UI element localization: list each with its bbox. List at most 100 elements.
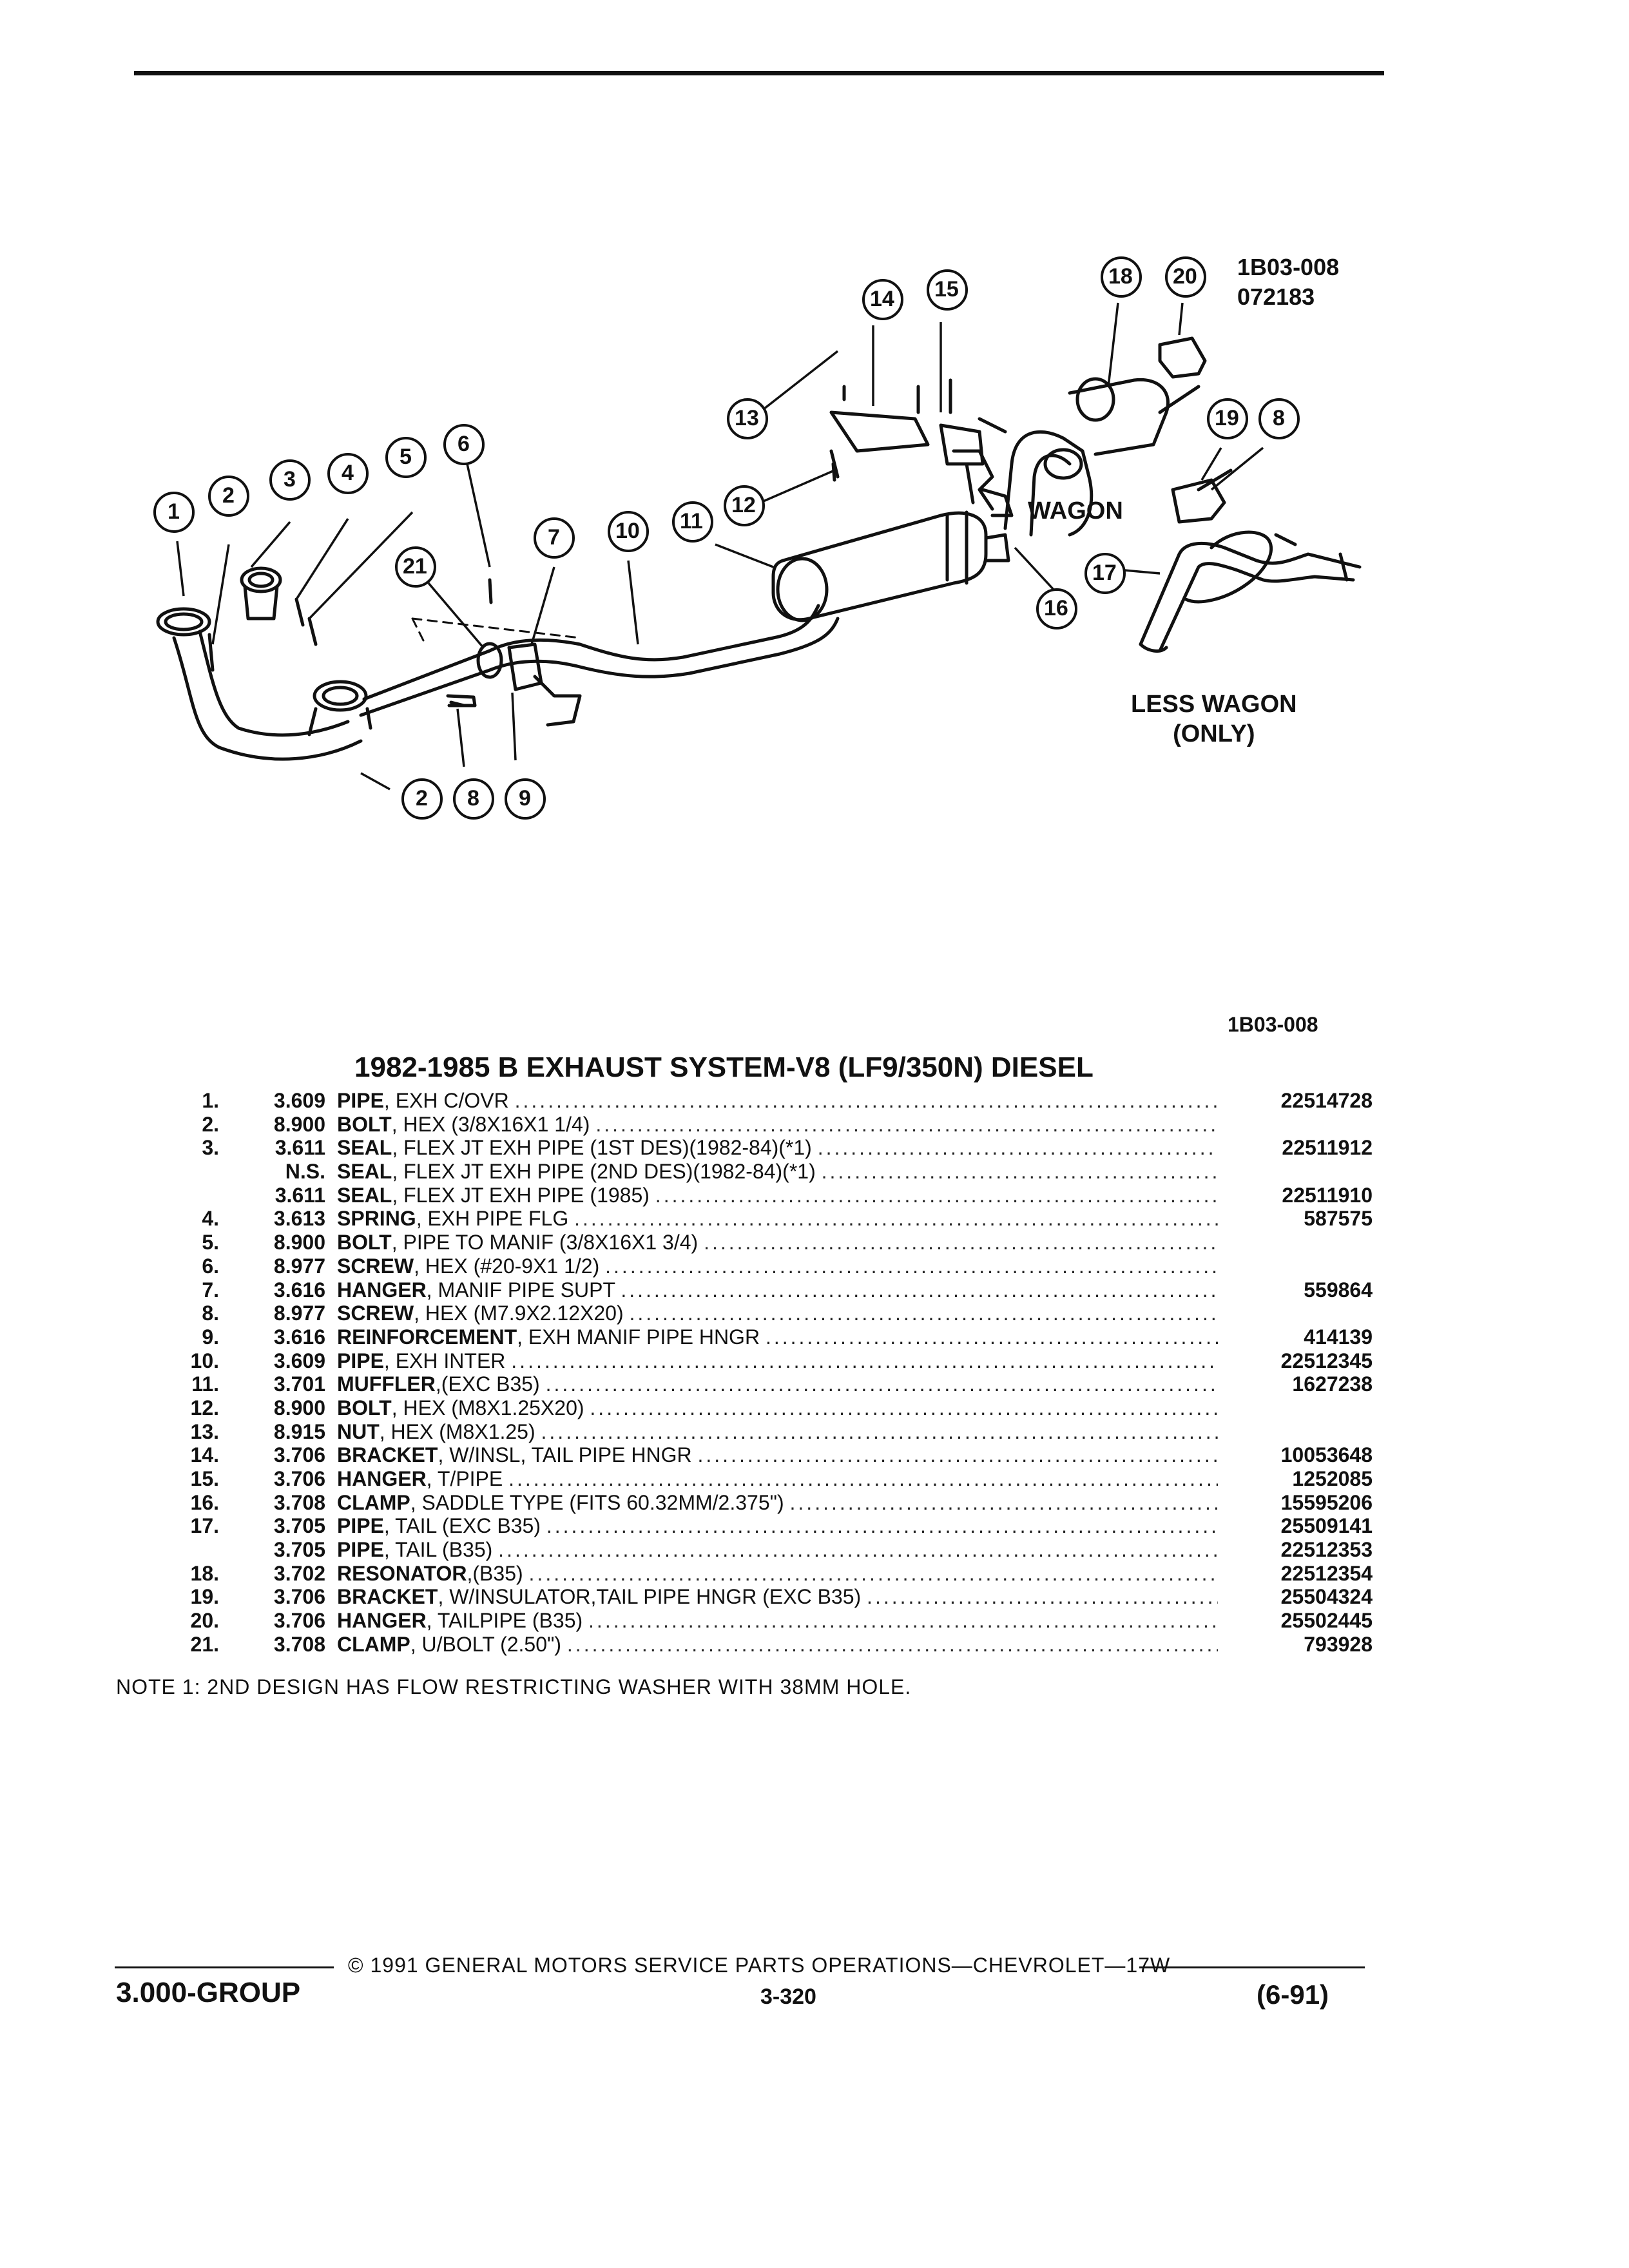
part-number-index: 15. <box>190 1467 219 1490</box>
part-group: 3.708 <box>273 1632 325 1656</box>
part-detail: , MANIF PIPE SUPT <box>426 1278 615 1302</box>
dot-leader: ........................................… <box>621 1278 1218 1302</box>
callout-8-lower: 8 <box>467 786 479 811</box>
part-detail: , EXH INTER <box>383 1349 506 1372</box>
part-group: 3.613 <box>273 1207 325 1231</box>
parts-row: N.S.SEAL, FLEX JT EXH PIPE (2ND DES)(198… <box>174 1160 1373 1184</box>
part-detail: , U/BOLT (2.50") <box>410 1632 562 1656</box>
part-number-index: 18. <box>190 1561 219 1585</box>
dot-leader: ........................................… <box>508 1467 1218 1490</box>
part-description: SEAL, FLEX JT EXH PIPE (1ST DES)(1982-84… <box>337 1136 1218 1160</box>
figure-code-block: 1B03-008 072183 <box>1237 253 1339 312</box>
part-group: 8.900 <box>273 1396 325 1419</box>
part-description: SEAL, FLEX JT EXH PIPE (1985) ..........… <box>337 1184 1218 1207</box>
part-description: CLAMP, U/BOLT (2.50") ..................… <box>337 1633 1218 1657</box>
exhaust-diagram <box>153 256 1362 820</box>
part-detail: , SADDLE TYPE (FITS 60.32MM/2.375") <box>410 1490 784 1514</box>
part-group: 3.616 <box>273 1325 325 1349</box>
dot-leader: ........................................… <box>574 1207 1218 1231</box>
part-detail: , EXH MANIF PIPE HNGR <box>517 1325 760 1349</box>
part-name: SEAL <box>337 1160 392 1184</box>
part-description: HANGER, T/PIPE .........................… <box>337 1467 1218 1491</box>
part-description: HANGER, TAILPIPE (B35) .................… <box>337 1609 1218 1633</box>
dot-leader: ........................................… <box>546 1514 1218 1538</box>
part-name: BOLT <box>337 1231 392 1254</box>
part-number: 22511910 <box>1282 1183 1373 1207</box>
part-group: 3.609 <box>273 1349 325 1372</box>
dot-leader: ........................................… <box>511 1349 1218 1372</box>
part-number-index: 4. <box>202 1207 219 1231</box>
part-number: 559864 <box>1304 1278 1373 1302</box>
part-number: 1627238 <box>1292 1372 1373 1396</box>
part-detail: , FLEX JT EXH PIPE (1ST DES)(1982-84)(*1… <box>392 1136 812 1160</box>
callout-11: 11 <box>680 509 703 533</box>
dot-leader: ........................................… <box>541 1419 1218 1443</box>
callout-2: 2 <box>222 483 235 508</box>
part-name: BRACKET <box>337 1443 438 1467</box>
part-number: 22512353 <box>1280 1538 1373 1562</box>
part-name: BRACKET <box>337 1585 438 1609</box>
dot-leader: ........................................… <box>867 1585 1218 1609</box>
wagon-tailpipe <box>1003 430 1094 537</box>
part-number: 25504324 <box>1280 1585 1373 1609</box>
part-group: 3.609 <box>273 1089 325 1112</box>
part-name: PIPE <box>337 1514 384 1538</box>
dot-leader: ........................................… <box>697 1443 1218 1467</box>
callout-1: 1 <box>168 499 180 524</box>
dot-leader: ........................................… <box>545 1372 1218 1396</box>
part-number-index: 16. <box>190 1490 219 1514</box>
part-name: MUFFLER <box>337 1372 436 1396</box>
footer-rule-right <box>1139 1966 1365 1968</box>
part-number: 22511912 <box>1282 1136 1373 1160</box>
less-wagon-line1: LESS WAGON <box>1131 691 1297 718</box>
part-group: 3.616 <box>273 1278 325 1302</box>
callout-6: 6 <box>458 432 470 456</box>
less-wagon-line2: (ONLY) <box>1173 720 1255 747</box>
part-name: PIPE <box>337 1089 384 1112</box>
part-name: PIPE <box>337 1349 384 1372</box>
part-detail: , PIPE TO MANIF (3/8X16X1 3/4) <box>391 1231 699 1254</box>
callout-9: 9 <box>519 786 531 811</box>
part-number-index: 8. <box>202 1302 219 1325</box>
part-description: RESONATOR,(B35) ........................… <box>337 1562 1218 1586</box>
dot-leader: ........................................… <box>817 1136 1218 1160</box>
callout-15: 15 <box>934 277 959 302</box>
part-description: SCREW, HEX (#20-9X1 1/2) ...............… <box>337 1254 1218 1278</box>
callout-19: 19 <box>1215 406 1239 430</box>
callout-20: 20 <box>1173 264 1197 289</box>
part-detail: , T/PIPE <box>426 1467 503 1490</box>
part-number-index: 6. <box>202 1254 219 1278</box>
part-name: CLAMP <box>337 1632 410 1656</box>
part-number: 22512354 <box>1280 1561 1373 1585</box>
part-description: CLAMP, SADDLE TYPE (FITS 60.32MM/2.375")… <box>337 1491 1218 1515</box>
dot-leader: ........................................… <box>789 1490 1218 1514</box>
dot-leader: ........................................… <box>704 1231 1218 1254</box>
part-detail: , TAIL (B35) <box>383 1538 493 1562</box>
dot-leader: ........................................… <box>765 1325 1218 1349</box>
part-description: BOLT, HEX (3/8X16X1 1/4) ...............… <box>337 1113 1218 1137</box>
part-name: SEAL <box>337 1136 392 1160</box>
dot-leader: ........................................… <box>595 1112 1218 1136</box>
intermediate-pipe <box>362 604 820 701</box>
part-detail: , W/INSL, TAIL PIPE HNGR <box>438 1443 692 1467</box>
part-group: 3.611 <box>275 1136 325 1160</box>
part-detail: , W/INSULATOR,TAIL PIPE HNGR (EXC B35) <box>438 1585 862 1609</box>
part-name: REINFORCEMENT <box>337 1325 517 1349</box>
part-detail: , TAILPIPE (B35) <box>426 1609 583 1633</box>
part-number: 15595206 <box>1280 1490 1373 1514</box>
part-description: SPRING, EXH PIPE FLG ...................… <box>337 1207 1218 1231</box>
section-title: 1982-1985 B EXHAUST SYSTEM-V8 (LF9/350N)… <box>354 1052 1094 1083</box>
part-detail: , FLEX JT EXH PIPE (2ND DES)(1982-84)(*1… <box>392 1160 816 1184</box>
part-name: HANGER <box>337 1609 427 1633</box>
